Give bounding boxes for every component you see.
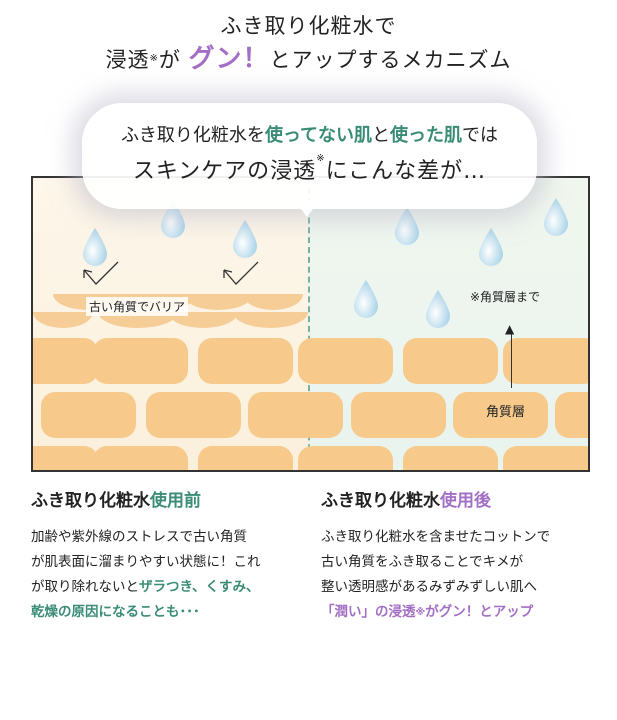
bounce-arrow-icon xyxy=(83,261,119,285)
after-body: ふき取り化粧水を含ませたコットンで 古い角質をふき取ることでキメが 整い透明感が… xyxy=(321,525,550,625)
after-body-accent-line: 「潤い」の浸透※がグン！とアップ xyxy=(321,600,550,625)
after-title-main: ふき取り化粧水 xyxy=(321,491,440,511)
bubble-text: と xyxy=(372,125,391,146)
skin-cell xyxy=(198,338,293,384)
skin-cell xyxy=(453,392,548,438)
droplet-icon xyxy=(83,228,107,266)
before-title: ふき取り化粧水使用前 xyxy=(31,486,201,511)
before-body-accent: ザラつき、くすみ、 xyxy=(139,579,260,595)
bubble-highlight-used: 使った肌 xyxy=(390,125,463,146)
header-mark: ※ xyxy=(149,53,159,64)
header-ga: が xyxy=(158,48,181,72)
bubble-text: にこんな差が… xyxy=(325,159,487,184)
before-title-main: ふき取り化粧水 xyxy=(31,491,150,511)
bounce-arrow-icon xyxy=(223,269,233,278)
after-body-line: 古い角質をふき取ることでキメが xyxy=(321,554,524,570)
old-keratin-scale xyxy=(33,312,93,328)
header-prefix: 浸透 xyxy=(105,48,150,72)
before-body-text: が取り除れないと xyxy=(31,579,139,595)
bubble-line2: スキンケアの浸透※にこんな差が… xyxy=(82,153,537,185)
after-title-accent: 使用後 xyxy=(440,491,491,511)
droplet-icon xyxy=(233,220,257,258)
bounce-arrow-icon xyxy=(223,261,259,285)
skin-cell xyxy=(351,392,446,438)
header-suffix: とアップするメカニズム xyxy=(269,48,512,72)
droplet-icon xyxy=(544,198,568,236)
panel-divider xyxy=(308,178,310,470)
old-keratin-label: 古い角質でバリア xyxy=(86,297,189,316)
penetration-note: ※角質層まで xyxy=(470,290,541,304)
old-keratin-scale xyxy=(243,294,303,310)
skin-cell xyxy=(298,446,393,470)
arrow-up-icon: ▲ xyxy=(505,322,515,336)
bubble-tail xyxy=(295,201,319,217)
bounce-arrow-icon xyxy=(83,269,93,278)
skin-cell xyxy=(298,338,393,384)
depth-arrow-line xyxy=(511,330,512,388)
header-highlight: グン！ xyxy=(188,44,270,74)
after-body-line: ふき取り化粧水を含ませたコットンで xyxy=(321,529,551,545)
before-body: 加齢や紫外線のストレスで古い角質 が肌表面に溜まりやすい状態に！これ が取り除れ… xyxy=(31,525,261,625)
before-body-line: 加齢や紫外線のストレスで古い角質 xyxy=(31,529,247,545)
before-title-accent: 使用前 xyxy=(150,491,201,511)
skin-cell xyxy=(93,446,188,470)
old-keratin-scale xyxy=(183,294,253,310)
before-body-accent-line: 乾燥の原因になることも･･･ xyxy=(31,604,200,620)
header-title-line1: ふき取り化粧水で xyxy=(220,14,397,38)
droplet-icon xyxy=(161,200,185,238)
droplet-icon xyxy=(354,280,378,318)
skin-cell xyxy=(33,338,98,384)
bubble-text: ふき取り化粧水を xyxy=(120,125,265,146)
skin-cell xyxy=(403,338,498,384)
old-keratin-scale xyxy=(233,312,308,328)
droplet-icon xyxy=(479,228,503,266)
bubble-line1: ふき取り化粧水を使ってない肌と使った肌では xyxy=(82,121,537,147)
bubble-text: では xyxy=(462,125,499,146)
skin-cell xyxy=(33,446,98,470)
skin-cell xyxy=(41,392,136,438)
speech-bubble: ふき取り化粧水を使ってない肌と使った肌では スキンケアの浸透※にこんな差が… xyxy=(82,103,537,209)
old-keratin-scale xyxy=(98,312,178,328)
skin-cell xyxy=(403,446,498,470)
bubble-text: スキンケアの浸透 xyxy=(132,159,317,184)
after-body-accent-text: 「潤い」の浸透 xyxy=(321,604,416,620)
skin-cell xyxy=(555,392,588,438)
droplet-icon xyxy=(395,207,419,245)
before-body-line: が肌表面に溜まりやすい状態に！これ xyxy=(31,554,261,570)
old-keratin-scale xyxy=(168,312,238,328)
droplet-icon xyxy=(426,290,450,328)
bubble-mark: ※ xyxy=(316,153,326,164)
skin-cell xyxy=(503,446,588,470)
stratum-label: 角質層 xyxy=(486,405,526,420)
after-body-mark: ※ xyxy=(415,607,426,618)
skin-cell xyxy=(248,392,343,438)
skin-cell xyxy=(503,338,588,384)
after-body-accent-text: がグン！とアップ xyxy=(425,604,534,620)
skin-cell xyxy=(146,392,241,438)
before-body-line: が取り除れないとザラつき、くすみ、 xyxy=(31,575,261,600)
skin-cell xyxy=(198,446,293,470)
bubble-highlight-unused: 使ってない肌 xyxy=(264,125,373,146)
header: ふき取り化粧水で 浸透※が グン！とアップするメカニズム xyxy=(0,10,617,77)
header-title-line2: 浸透※が グン！とアップするメカニズム xyxy=(0,42,617,77)
after-body-line: 整い透明感があるみずみずしい肌へ xyxy=(321,579,537,595)
after-title: ふき取り化粧水使用後 xyxy=(321,486,491,511)
skin-cell xyxy=(93,338,188,384)
